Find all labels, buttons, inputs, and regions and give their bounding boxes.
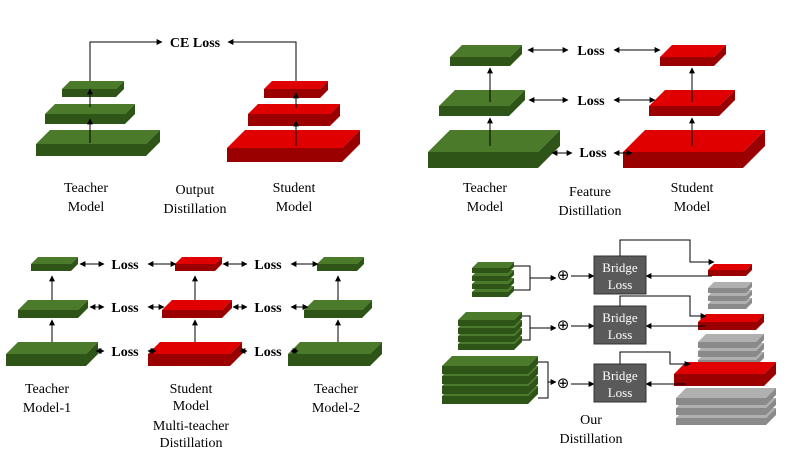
multi-loss-right-bot: Loss <box>254 345 282 360</box>
bridge-loss-box-bot <box>593 363 647 403</box>
bridge-label-bot-2: Loss <box>608 385 633 400</box>
ce-loss-label: CE Loss <box>170 36 221 51</box>
bridge-label-bot-1: Bridge <box>602 368 638 383</box>
output-student-label-2: Model <box>276 200 313 215</box>
our-bracket-top <box>514 265 531 291</box>
feature-loss-top: Loss <box>577 44 605 59</box>
multi-loss-left-mid: Loss <box>111 301 139 316</box>
feature-teacher-label-1: Teacher <box>463 181 507 196</box>
feature-loss-mid: Loss <box>577 94 605 109</box>
our-caption-2: Distillation <box>560 432 623 447</box>
multi-student-layer-2 <box>162 300 232 318</box>
multi-teacher1-layer-1 <box>31 257 78 271</box>
feature-teacher-label-2: Model <box>467 200 504 215</box>
our-student-red-mid <box>698 314 764 330</box>
feature-student-layer-2 <box>649 90 735 116</box>
our-teacher-stack-mid-1 <box>458 312 522 326</box>
our-bridge-loop-mid <box>619 295 707 319</box>
feature-teacher-layer-3 <box>428 130 560 168</box>
feature-loss-bot: Loss <box>579 146 607 161</box>
multi-teacher1-layer-2 <box>18 300 88 318</box>
output-teacher-layer-1 <box>62 81 124 97</box>
multi-student-label-1: Student <box>170 382 213 397</box>
bridge-label-mid-2: Loss <box>608 327 633 342</box>
output-student-to-ce-arrow <box>227 39 297 81</box>
multi-teacher2-layer-1 <box>317 257 364 271</box>
multi-loss-right-mid: Loss <box>254 301 282 316</box>
our-bracket-bot <box>538 361 549 399</box>
our-caption-1: Our <box>580 413 602 428</box>
output-teacher-layer-3 <box>36 130 160 156</box>
our-bridge-loop-top <box>619 239 715 265</box>
multi-student-label-2: Model <box>173 399 210 414</box>
feature-student-label-2: Model <box>674 200 711 215</box>
multi-teacher1-label-1: Teacher <box>25 382 69 397</box>
bridge-loss-box-mid <box>593 305 647 345</box>
bridge-label-top-1: Bridge <box>602 260 638 275</box>
feature-student-layer-3 <box>623 130 765 168</box>
multi-teacher2-label-1: Teacher <box>314 382 358 397</box>
output-caption-2: Distillation <box>164 202 227 217</box>
multi-loss-right-top: Loss <box>254 258 282 273</box>
multi-caption-1: Multi-teacher <box>153 419 230 434</box>
multi-loss-left-bot: Loss <box>111 345 139 360</box>
output-student-layer-1 <box>264 81 328 98</box>
plus-circle-icon-top: ⊕ <box>557 266 570 284</box>
multi-teacher2-layer-2 <box>304 300 372 318</box>
plus-circle-icon-bot: ⊕ <box>557 374 570 392</box>
output-teacher-label-2: Model <box>68 200 105 215</box>
our-student-gray-mid-1 <box>698 334 764 348</box>
bridge-loss-box-top <box>593 255 647 295</box>
output-teacher-layer-2 <box>45 104 135 124</box>
multi-student-layer-1 <box>175 257 222 271</box>
bridge-label-top-2: Loss <box>608 277 633 292</box>
multi-teacher2-label-2: Model-2 <box>312 401 360 416</box>
feature-teacher-layer-2 <box>439 90 525 116</box>
multi-loss-left-top: Loss <box>111 258 139 273</box>
our-student-red-bot <box>674 362 776 386</box>
feature-student-label-1: Student <box>671 181 714 196</box>
our-teacher-stack-top-1 <box>472 262 514 273</box>
multi-caption-2: Distillation <box>160 436 223 450</box>
multi-student-layer-3 <box>148 342 242 366</box>
output-student-layer-2 <box>248 104 340 126</box>
output-student-layer-3 <box>227 130 360 162</box>
feature-teacher-layer-1 <box>450 45 522 66</box>
our-teacher-stack-bot-1 <box>442 356 538 374</box>
our-student-gray-bot-1 <box>676 388 776 405</box>
our-bridge-loop-bot <box>619 351 691 367</box>
bridge-label-mid-1: Bridge <box>602 310 638 325</box>
output-caption-1: Output <box>176 183 215 198</box>
our-bracket-mid <box>522 315 531 341</box>
plus-circle-icon-mid: ⊕ <box>557 316 570 334</box>
feature-caption-1: Feature <box>569 185 611 200</box>
output-student-label-1: Student <box>273 181 316 196</box>
multi-teacher1-layer-3 <box>6 342 98 366</box>
our-student-gray-top-1 <box>708 282 752 293</box>
output-teacher-to-ce-arrow <box>89 39 163 81</box>
feature-student-layer-1 <box>660 45 726 66</box>
feature-caption-2: Distillation <box>559 204 622 219</box>
output-teacher-label-1: Teacher <box>64 181 108 196</box>
multi-teacher1-label-2: Model-1 <box>23 401 71 416</box>
multi-teacher2-layer-3 <box>288 342 382 366</box>
our-student-red-top <box>708 264 752 276</box>
